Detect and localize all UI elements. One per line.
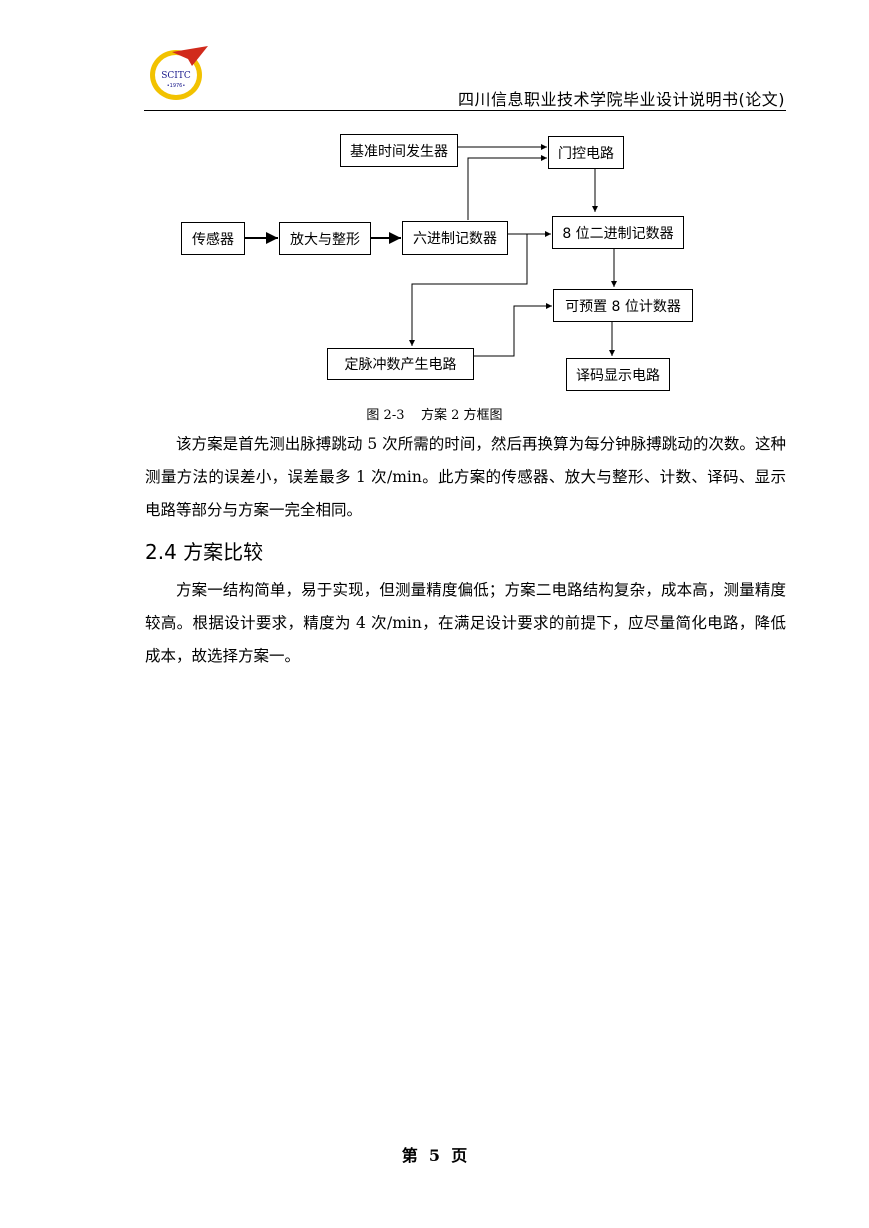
node-decode-display: 译码显示电路 [566, 358, 670, 391]
section-heading: 2.4 方案比较 [145, 540, 264, 564]
svg-text:SCITC: SCITC [161, 71, 191, 81]
college-logo: SCITC •1976• [150, 46, 208, 100]
body-paragraph-1: 该方案是首先测出脉搏跳动 5 次所需的时间，然后再换算为每分钟脉搏跳动的次数。这… [145, 435, 786, 519]
diagram-connectors [244, 144, 617, 357]
node-base-time: 基准时间发生器 [340, 134, 458, 167]
node-sensor: 传感器 [181, 222, 245, 255]
arrow-hex-to-pulsegen [409, 234, 528, 346]
node-gate: 门控电路 [548, 136, 624, 169]
header-divider [144, 110, 786, 111]
figure-caption: 图 2-3 方案 2 方框图 [366, 408, 503, 423]
node-pulse-gen: 定脉冲数产生电路 [327, 348, 474, 380]
node-preset-counter: 可预置 8 位计数器 [553, 289, 693, 322]
body-paragraph-2: 方案一结构简单，易于实现，但测量精度偏低；方案二电路结构复杂，成本高，测量精度较… [145, 581, 786, 665]
node-hex-counter: 六进制记数器 [402, 221, 508, 255]
svg-text:•1976•: •1976• [167, 83, 186, 89]
node-amp: 放大与整形 [279, 222, 371, 255]
arrow-hex-to-gate [467, 155, 547, 220]
block-diagram: 基准时间发生器 门控电路 传感器 放大与整形 六进制记数器 8 位二进制记数器 … [0, 120, 869, 400]
node-binary-counter: 8 位二进制记数器 [552, 216, 684, 249]
arrow-pulsegen-to-preset [473, 303, 552, 357]
document-header-title: 四川信息职业技术学院毕业设计说明书(论文) [458, 90, 785, 109]
page-number: 第 5 页 [401, 1146, 468, 1165]
